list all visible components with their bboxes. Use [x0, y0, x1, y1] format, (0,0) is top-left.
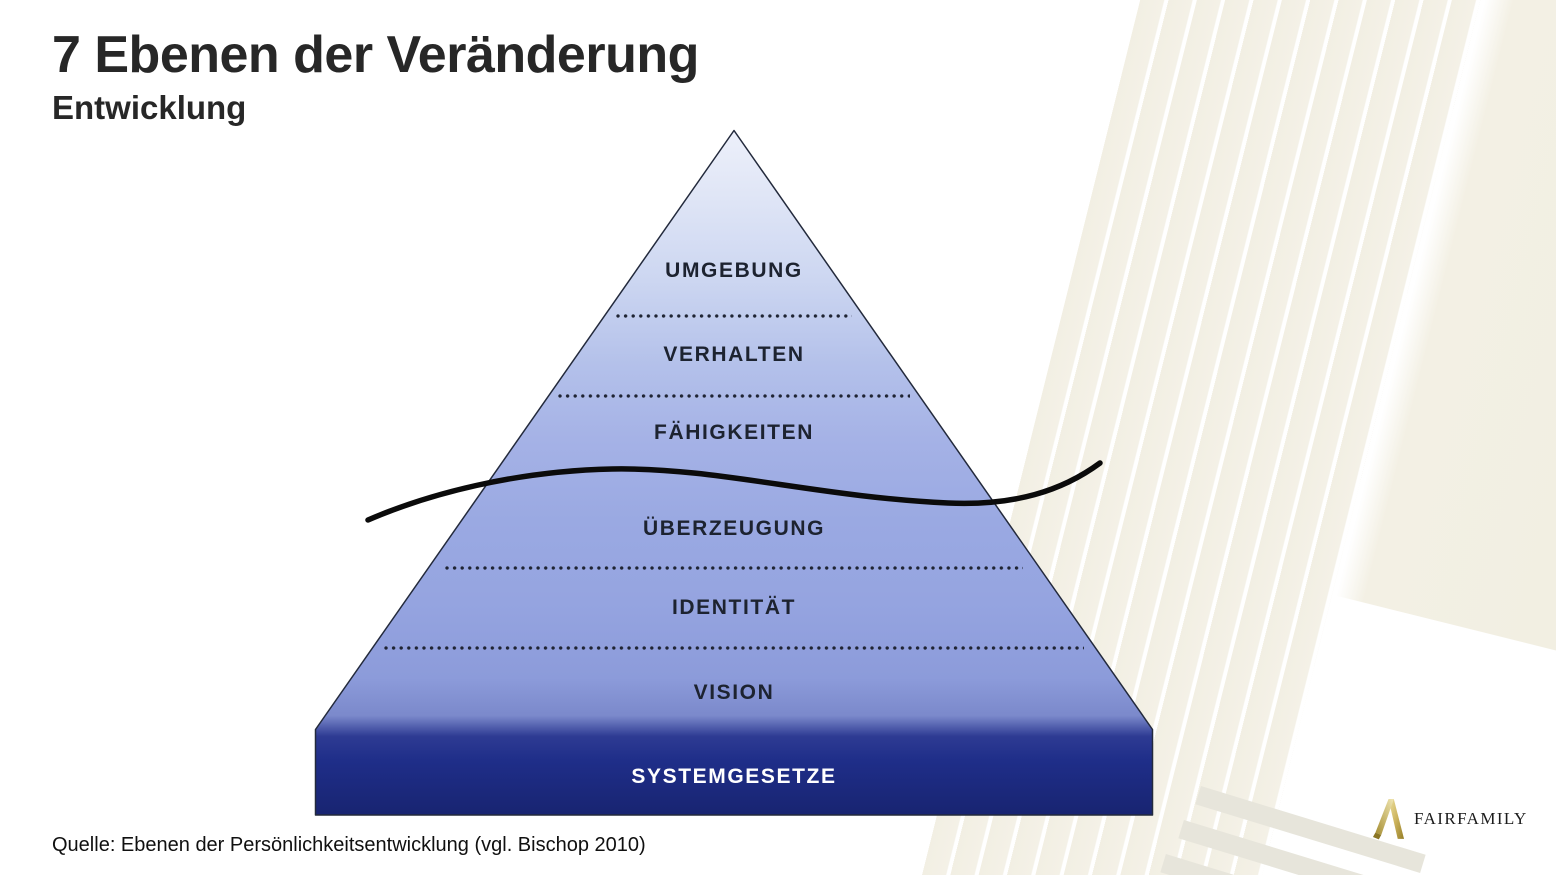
fairfamily-ribbon-a-icon [1372, 799, 1405, 840]
level-divider [445, 566, 1023, 570]
header: 7 Ebenen der Veränderung Entwicklung [52, 26, 699, 127]
source-note: Quelle: Ebenen der Persönlichkeitsentwic… [52, 834, 646, 856]
level-divider [558, 394, 910, 398]
level-label-verhalten: VERHALTEN [663, 343, 805, 366]
level-divider [384, 646, 1084, 650]
brand-logo-text: FAIRFAMILY [1414, 808, 1528, 828]
level-label-vision: VISION [693, 681, 775, 704]
pyramid-shape [314, 129, 1154, 816]
brand-logo: FAIRFAMILY [1372, 797, 1528, 840]
page-subtitle: Entwicklung [52, 89, 247, 127]
level-label-ueberzeugung: ÜBERZEUGUNG [642, 517, 826, 540]
level-divider [616, 314, 852, 318]
level-label-systemgesetze: SYSTEMGESETZE [631, 765, 837, 788]
page-title: 7 Ebenen der Veränderung [52, 26, 699, 84]
level-label-faehigkeiten: FÄHIGKEITEN [654, 421, 814, 444]
level-label-umgebung: UMGEBUNG [665, 259, 803, 282]
level-label-identitaet: IDENTITÄT [671, 596, 797, 619]
